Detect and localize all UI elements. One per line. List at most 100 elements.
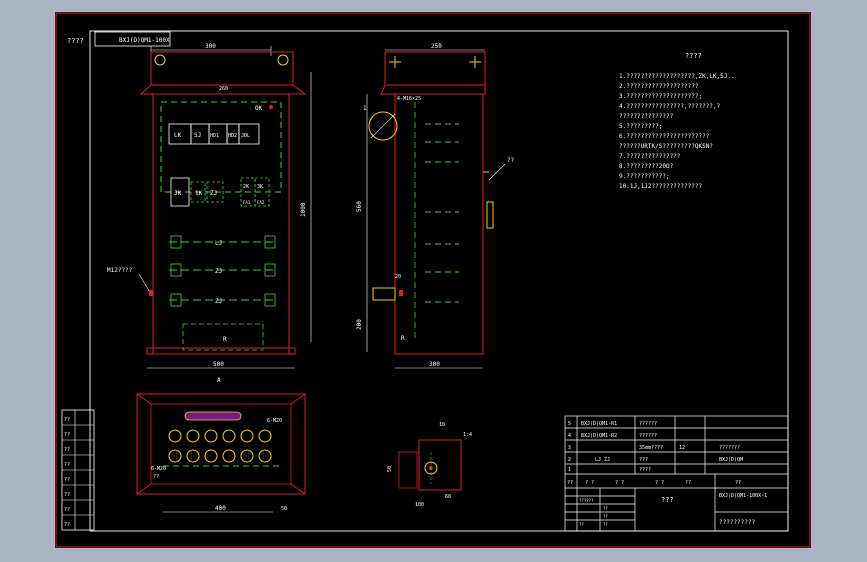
bottom-label-l2: ?? bbox=[153, 474, 159, 480]
side-view: 250 1 4-M16×25 ?? 20 R 560 200 300 bbox=[356, 43, 515, 369]
dim-front-inner: 260 bbox=[219, 86, 228, 92]
comp-label: JDL bbox=[241, 133, 250, 139]
note-line: 7.??????????????? bbox=[619, 153, 681, 160]
note-line: 6.??????????????????????? bbox=[619, 133, 710, 140]
dim-side-upper: 560 bbox=[356, 201, 363, 212]
tb-cell: BXJ(D)QM bbox=[719, 457, 743, 463]
note-line: 5.?????????; bbox=[619, 123, 662, 130]
rail-label: ZJ bbox=[215, 298, 222, 305]
drawing-code: BXJ(D)QM1-100X bbox=[119, 37, 170, 44]
section-arrow: A bbox=[217, 377, 221, 384]
dim-side-lower: 200 bbox=[356, 319, 363, 330]
title-block-text: 5 BXJ(D)QM1-R1 ?????? 4 BXJ(D)QM1-R2 ???… bbox=[567, 421, 767, 527]
sign-cell: ?? bbox=[603, 514, 608, 519]
dim-front-top: 300 bbox=[205, 43, 216, 50]
bottom-view: 6-M20 6-M20 ?? 400 50 bbox=[136, 393, 306, 513]
tb-cell: 12 bbox=[679, 445, 685, 451]
tb-header: ?? bbox=[567, 480, 573, 486]
comp-label: HD1 bbox=[210, 133, 219, 139]
tb-header: ? ? bbox=[585, 480, 594, 486]
comp-label: LK bbox=[174, 132, 182, 139]
sign-cell: ?? bbox=[579, 522, 584, 527]
drawing-sheet: ???? BXJ(D)QM1-100X ?? ?? ?? ?? ?? ?? ??… bbox=[55, 12, 811, 548]
comp-label: JK bbox=[174, 190, 182, 197]
tb-cell: ??? bbox=[639, 457, 648, 463]
dim-side-top: 250 bbox=[431, 43, 442, 50]
title-tag: ???? bbox=[67, 37, 84, 45]
tb-cell: 4 bbox=[568, 433, 571, 439]
rail-label: ZJ bbox=[215, 268, 222, 275]
strip-cell: ?? bbox=[64, 417, 70, 423]
side-callout-circle bbox=[368, 111, 398, 141]
rail-label: LJ bbox=[215, 240, 222, 247]
strip-cell: ?? bbox=[64, 522, 70, 528]
dim-front-height: 1000 bbox=[300, 202, 307, 217]
inner-panel bbox=[160, 101, 282, 193]
comp-label: SJ bbox=[194, 132, 201, 139]
dim-front-bottom: 500 bbox=[213, 361, 224, 368]
outer-border bbox=[55, 12, 811, 548]
bottom-label-l: 6-M20 bbox=[151, 466, 166, 472]
tb-cell: ???? bbox=[639, 467, 651, 473]
comp-label: ZJ bbox=[210, 190, 217, 197]
comp-label: 3K bbox=[257, 184, 263, 190]
product-code: BXJ(D)QM1-100X-1 bbox=[719, 493, 767, 499]
tb-header: ? ? bbox=[615, 480, 624, 486]
small-width-b: 100 bbox=[415, 502, 424, 508]
comp-label: 2K bbox=[243, 184, 249, 190]
cad-drawing: ???? BXJ(D)QM1-100X ?? ?? ?? ?? ?? ?? ??… bbox=[55, 12, 811, 548]
company-name: ?????????? bbox=[719, 519, 756, 526]
small-height-dim: 50 bbox=[387, 466, 393, 472]
note-line: 1.???????????????????,ZK,LK,SJ.. bbox=[619, 73, 735, 80]
product-name: ??? bbox=[661, 496, 674, 504]
note-line: 10.1J,1J2?????????????? bbox=[619, 183, 702, 190]
note-line: 2.???????????????????? bbox=[619, 83, 699, 90]
drawing-frame bbox=[89, 30, 789, 532]
tb-header: ?? bbox=[735, 480, 741, 486]
left-strip-table: ?? ?? ?? ?? ?? ?? ?? ?? bbox=[61, 409, 95, 531]
comp-label: 1K bbox=[195, 190, 203, 197]
notes-heading: ???? bbox=[685, 52, 702, 60]
technical-notes: ???? 1.???????????????????,ZK,LK,SJ.. 2.… bbox=[619, 52, 735, 190]
dim-side-bottom: 300 bbox=[429, 361, 440, 368]
tb-header: ?? bbox=[685, 480, 691, 486]
side-callout: 1 bbox=[363, 105, 367, 112]
note-line: ??????????????? bbox=[619, 113, 674, 120]
sign-cell: ?????? bbox=[579, 498, 594, 503]
strip-cell: ?? bbox=[64, 492, 70, 498]
bottom-label-tr: 6-M20 bbox=[267, 418, 282, 424]
front-view: 300 260 OK LK SJ HD1 HD2 JDL JK 1K ZJ 2K… bbox=[107, 43, 312, 384]
small-callout: 1:4 bbox=[463, 432, 472, 438]
strip-cell: ?? bbox=[64, 477, 70, 483]
small-part-view: 10 50 60 100 1:4 bbox=[387, 422, 472, 508]
tb-cell: ?????? bbox=[639, 433, 657, 439]
sign-cell: ?? bbox=[603, 506, 608, 511]
dim-bottom-width: 400 bbox=[215, 505, 226, 512]
comp-label: FA2 bbox=[257, 200, 265, 205]
comp-label: HD2 bbox=[228, 133, 237, 139]
small-width-a: 60 bbox=[445, 494, 451, 500]
strip-cell: ?? bbox=[64, 462, 70, 468]
door-handle bbox=[486, 201, 494, 229]
strip-cell: ?? bbox=[64, 432, 70, 438]
tb-cell: BXJ(D)QM1-R2 bbox=[581, 433, 617, 439]
tb-cell: 3 bbox=[568, 445, 571, 451]
front-cap bbox=[150, 51, 294, 86]
note-line: ??????URTK/S?????????QKSN? bbox=[619, 143, 713, 150]
sign-cell: ?? bbox=[603, 522, 608, 527]
small-top-dim: 10 bbox=[439, 422, 445, 428]
tb-cell: LJ ZJ bbox=[595, 457, 610, 463]
comp-label: FA1 bbox=[243, 200, 251, 205]
handle-label: ?? bbox=[507, 157, 515, 164]
strip-cell: ?? bbox=[64, 447, 70, 453]
tb-cell: 1 bbox=[568, 467, 571, 473]
tb-cell: ??????? bbox=[719, 445, 740, 451]
note-line: 3.????????????????????; bbox=[619, 93, 702, 100]
drawing-code-box bbox=[94, 31, 171, 47]
tb-header: ? ? bbox=[655, 480, 664, 486]
tb-cell: 5 bbox=[568, 421, 571, 427]
dim-bottom-edge: 50 bbox=[281, 506, 287, 512]
cable-slot bbox=[184, 411, 242, 421]
side-hole-label: 4-M16×25 bbox=[397, 96, 421, 102]
note-line: 4.????????????????,???????,? bbox=[619, 103, 721, 110]
